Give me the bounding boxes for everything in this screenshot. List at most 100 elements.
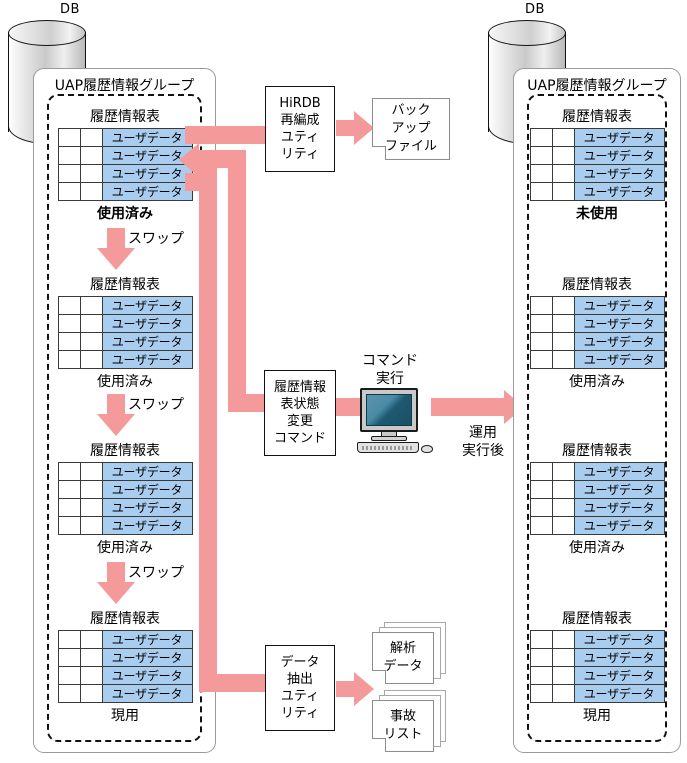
after-operation-label: 運用 実行後: [445, 424, 521, 460]
cell-blank: [57, 462, 81, 481]
left-db-label: DB: [60, 2, 80, 17]
cell-blank: [551, 128, 575, 147]
cell-blank: [529, 666, 553, 685]
command-line-4: コマンド: [273, 431, 326, 446]
flow-to-right-db-stem: [431, 398, 506, 416]
cell-blank: [57, 498, 81, 517]
cell-userdata: ユーザデータ: [573, 350, 665, 369]
table-row: ユーザデータ: [529, 498, 665, 517]
command-line-1: 履歴情報: [273, 380, 326, 395]
cell-blank: [57, 128, 81, 147]
table-row: ユーザデータ: [57, 350, 193, 369]
flow-bus-outer-to-command: [228, 394, 266, 412]
right-table-2-caption: 履歴情報表: [562, 277, 632, 293]
right-table-3-state: 使用済み: [569, 540, 625, 556]
left-table-1-caption: 履歴情報表: [90, 109, 160, 125]
left-table-4-state: 現用: [111, 708, 139, 724]
state-change-command-box[interactable]: 履歴情報 表状態 変更 コマンド: [264, 370, 336, 456]
table-row: ユーザデータ: [529, 630, 665, 649]
cell-blank: [57, 684, 81, 703]
page-fold-icon: [372, 146, 386, 160]
flow-reorg-to-backup-head: [354, 111, 374, 145]
cell-blank: [79, 350, 103, 369]
cell-userdata: ユーザデータ: [573, 314, 665, 333]
keyboard-keys: [362, 446, 414, 450]
table-row: ユーザデータ: [57, 182, 193, 201]
cell-blank: [529, 296, 553, 315]
swap-arrow-1-head: [97, 248, 135, 270]
swap-arrow-3-head: [97, 582, 135, 604]
extract-utility-box[interactable]: データ 抽出 ユティ リティ: [265, 645, 335, 731]
table-row: ユーザデータ: [529, 332, 665, 351]
table-row: ユーザデータ: [529, 350, 665, 369]
computer-icon: [355, 388, 433, 453]
cell-blank: [79, 164, 103, 183]
table-row: ユーザデータ: [529, 164, 665, 183]
cell-userdata: ユーザデータ: [101, 332, 193, 351]
table-row: ユーザデータ: [57, 648, 193, 667]
cell-blank: [529, 648, 553, 667]
cell-blank: [79, 516, 103, 535]
flow-command-to-monitor: [336, 398, 360, 416]
right-table-3-caption: 履歴情報表: [562, 443, 632, 459]
cell-blank: [529, 684, 553, 703]
table-row: ユーザデータ: [57, 164, 193, 183]
incident-list-document: 事故 リスト: [372, 700, 434, 752]
cell-blank: [79, 146, 103, 165]
table-row: ユーザデータ: [529, 684, 665, 703]
monitor-frame: [360, 388, 418, 432]
cell-blank: [551, 146, 575, 165]
flow-bus-inner-vertical: [199, 150, 217, 674]
cell-blank: [551, 164, 575, 183]
cell-userdata: ユーザデータ: [101, 516, 193, 535]
incident-line-1: 事故: [389, 709, 416, 724]
swap-arrow-2-stem: [107, 394, 125, 416]
extract-line-3: ユティ: [280, 689, 320, 704]
cell-blank: [79, 630, 103, 649]
table-row: ユーザデータ: [529, 462, 665, 481]
after-op-line-2: 実行後: [462, 443, 504, 459]
flow-extract-to-docs-head: [354, 672, 374, 706]
cell-userdata: ユーザデータ: [101, 498, 193, 517]
flow-table-to-reorg: [185, 126, 265, 144]
left-table-2-state: 使用済み: [97, 374, 153, 390]
cell-blank: [551, 648, 575, 667]
command-exec-line-2: 実行: [376, 371, 404, 387]
swap-arrow-3-stem: [107, 562, 125, 584]
table-row: ユーザデータ: [57, 666, 193, 685]
flow-return-arrowhead: [179, 143, 199, 177]
cell-blank: [529, 182, 553, 201]
table-row: ユーザデータ: [529, 648, 665, 667]
cell-blank: [57, 182, 81, 201]
backup-line-1: バック: [391, 103, 431, 118]
cell-userdata: ユーザデータ: [101, 480, 193, 499]
table-row: ユーザデータ: [57, 480, 193, 499]
table-row: ユーザデータ: [57, 146, 193, 165]
reorg-line-3: ユティ: [280, 130, 320, 145]
table-row: ユーザデータ: [529, 480, 665, 499]
right-table-1-caption: 履歴情報表: [562, 109, 632, 125]
left-table-3: 履歴情報表 ユーザデータ ユーザデータ ユーザデータ ユーザデータ 使用済み: [55, 440, 195, 557]
right-table-1-state: 未使用: [576, 206, 618, 222]
flow-extract-to-docs-stem: [336, 681, 356, 697]
cell-blank: [551, 182, 575, 201]
reorg-line-2: 再編成: [280, 113, 320, 128]
monitor-base: [371, 436, 407, 441]
left-table-1-state: 使用済み: [97, 206, 153, 222]
cell-userdata: ユーザデータ: [573, 666, 665, 685]
reorg-utility-box[interactable]: HiRDB 再編成 ユティ リティ: [265, 86, 335, 172]
cell-blank: [57, 648, 81, 667]
cylinder-top: [488, 20, 566, 46]
keyboard-icon: [357, 442, 419, 453]
cell-blank: [79, 648, 103, 667]
cell-blank: [529, 498, 553, 517]
left-table-2-grid: ユーザデータ ユーザデータ ユーザデータ ユーザデータ: [57, 296, 193, 369]
cell-userdata: ユーザデータ: [101, 684, 193, 703]
right-table-1-grid: ユーザデータ ユーザデータ ユーザデータ ユーザデータ: [529, 128, 665, 201]
right-table-1: 履歴情報表 ユーザデータ ユーザデータ ユーザデータ ユーザデータ 未使用: [527, 106, 667, 223]
cell-blank: [529, 480, 553, 499]
after-op-line-1: 運用: [469, 425, 497, 441]
table-row: ユーザデータ: [57, 462, 193, 481]
cell-blank: [529, 164, 553, 183]
cell-blank: [529, 128, 553, 147]
